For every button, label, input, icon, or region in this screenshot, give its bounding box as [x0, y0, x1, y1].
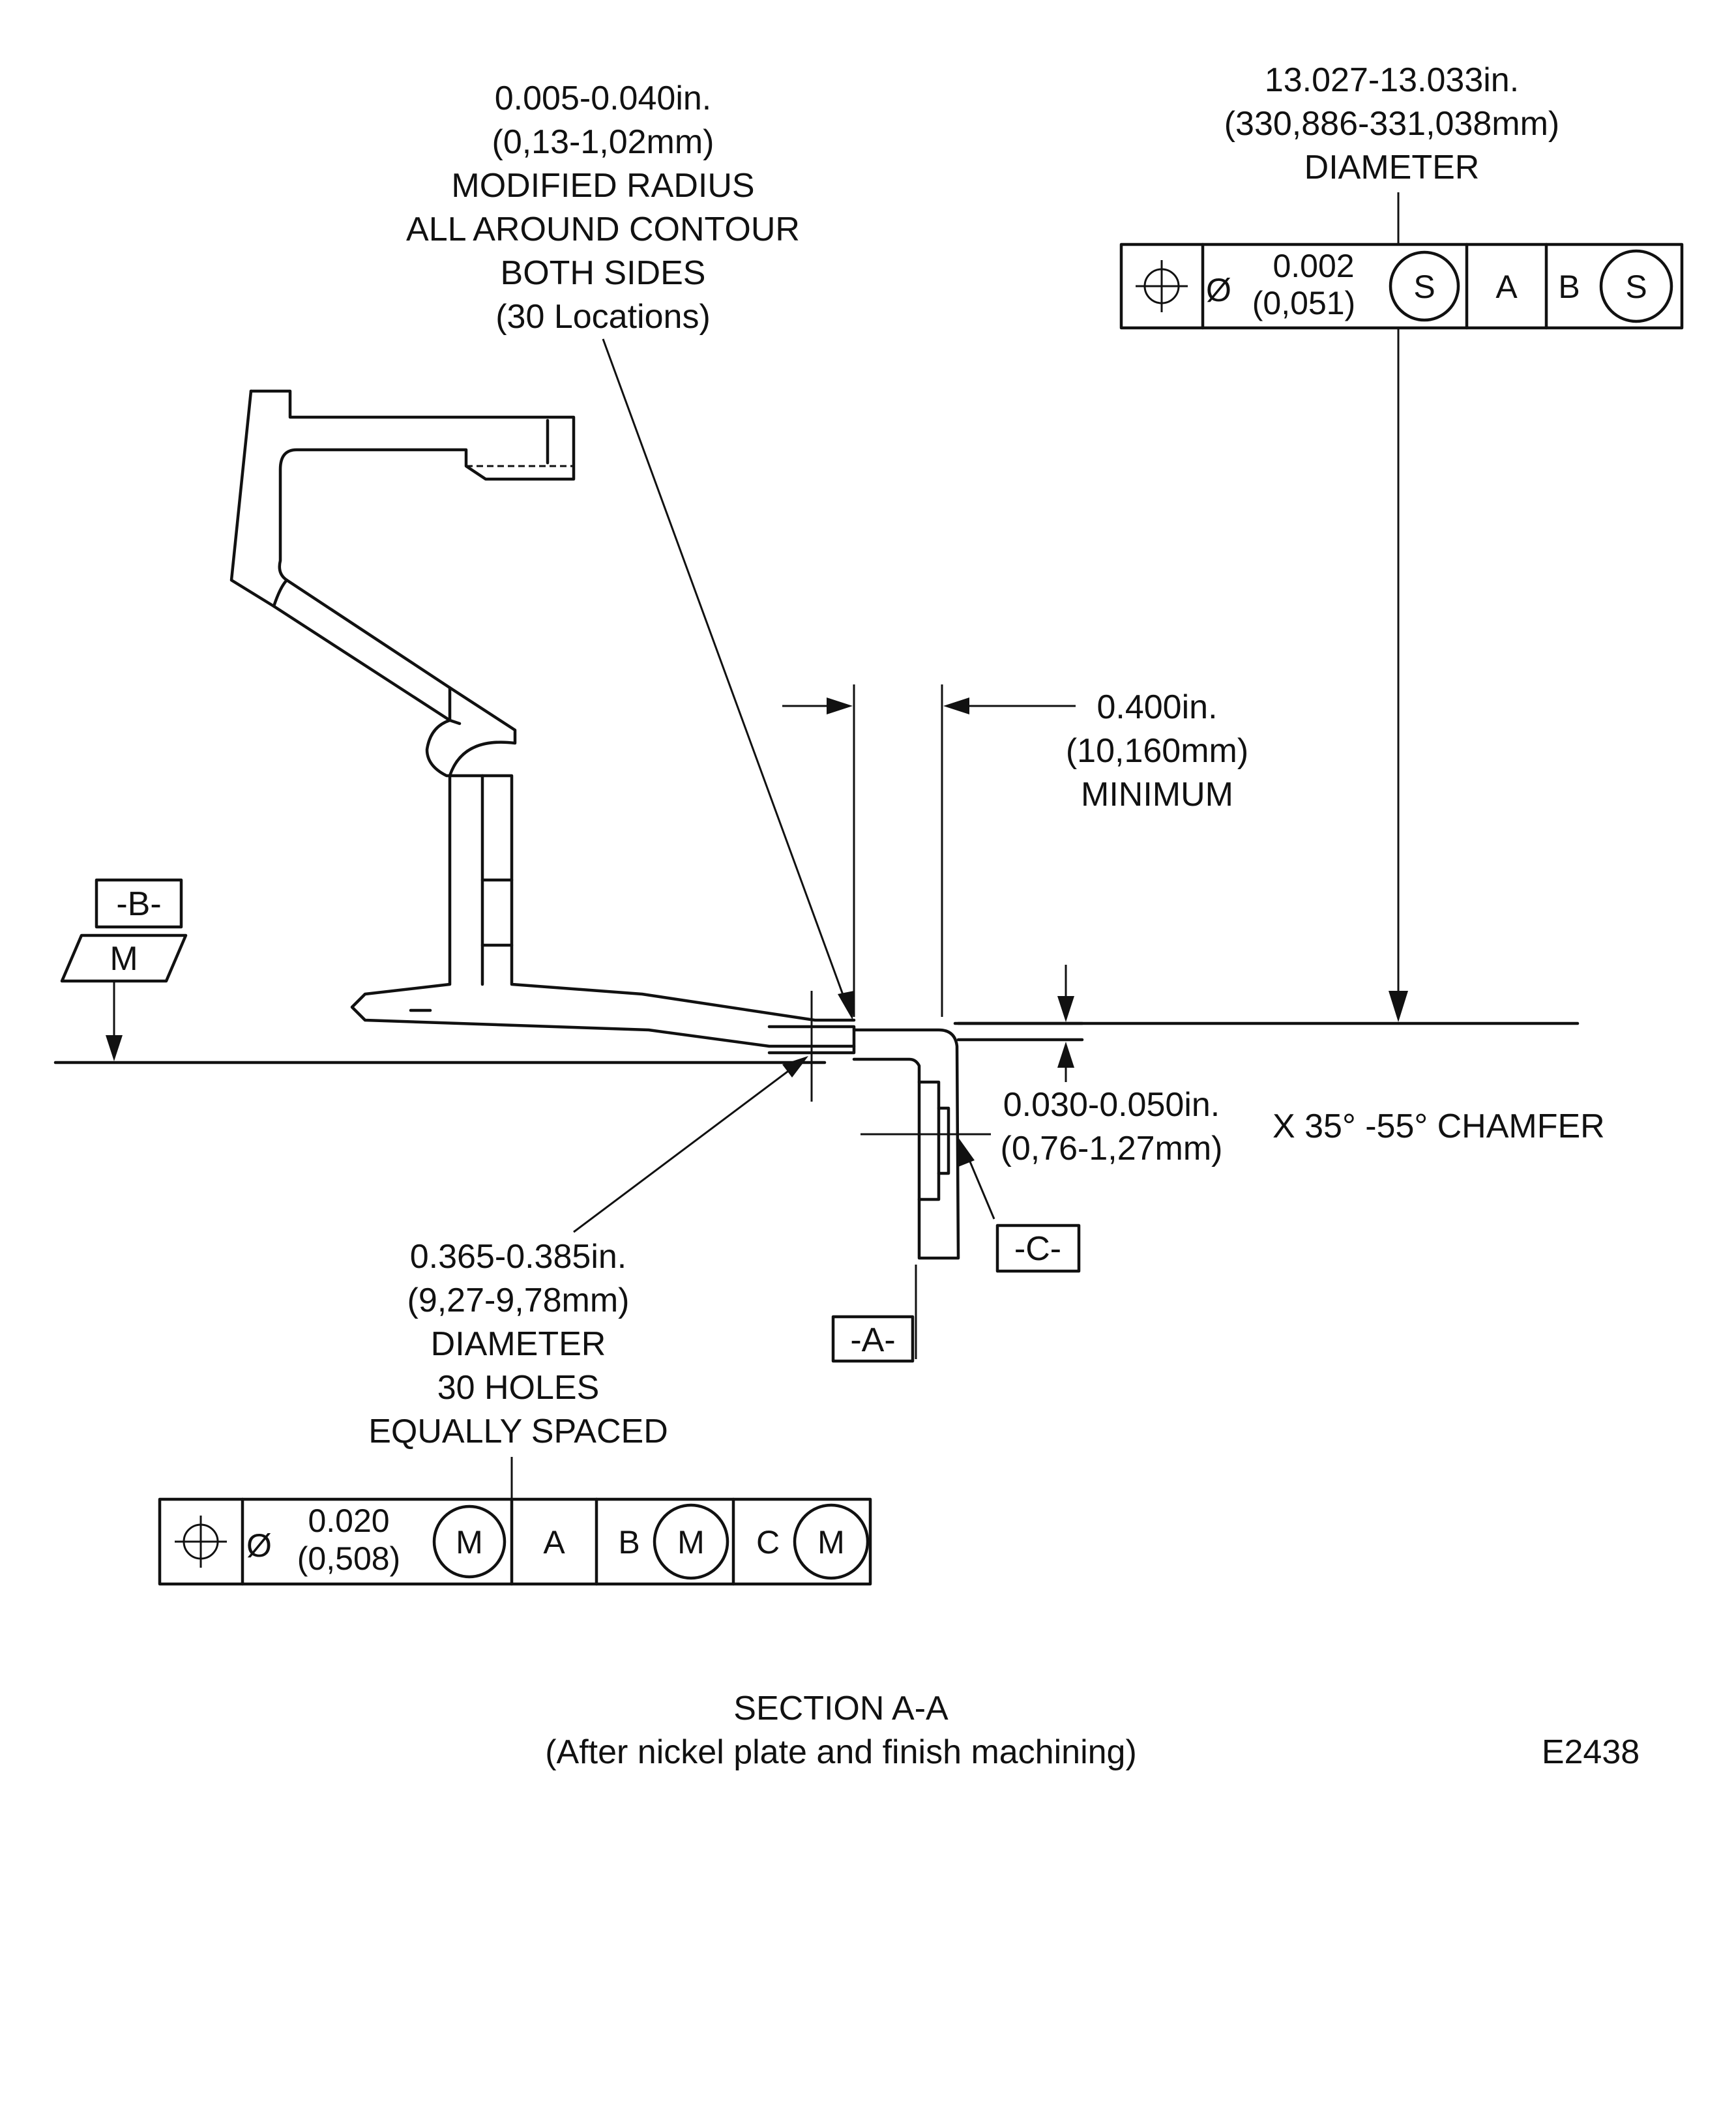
- callout-line: ALL AROUND CONTOUR: [406, 211, 800, 248]
- fcf-bottom: Ø 0.020 (0,508) M A B M C M: [158, 1497, 872, 1586]
- datum-a: -A-: [831, 1315, 915, 1363]
- datum-b-modifier: M: [110, 940, 138, 978]
- part-profile: [229, 389, 960, 1260]
- callout-line: DIAMETER: [1304, 149, 1480, 186]
- callout-line: 13.027-13.033in.: [1265, 61, 1519, 99]
- callout-line: (0,76-1,27mm): [1001, 1130, 1223, 1167]
- fcf-datum-b-modifier: M: [677, 1524, 705, 1561]
- position-icon: [1136, 260, 1188, 312]
- modifier-circle: [432, 1504, 507, 1579]
- callout-line: (30 Locations): [495, 298, 711, 336]
- callout-line: 0.400in.: [1096, 688, 1217, 726]
- fcf-datum-a: A: [1495, 269, 1518, 305]
- callout-chamfer: 0.030-0.050in. (0,76-1,27mm) X 35° -55° …: [1001, 1086, 1605, 1167]
- datum-b: -B- M: [60, 878, 188, 983]
- callout-line: 0.030-0.050in.: [1003, 1086, 1220, 1124]
- modifier-circle: [1389, 250, 1460, 322]
- datum-c: -C-: [995, 1224, 1081, 1273]
- callout-line: (9,27-9,78mm): [407, 1282, 630, 1319]
- callout-line: (0,13-1,02mm): [492, 123, 714, 161]
- fcf-datum-a: A: [543, 1524, 565, 1561]
- chamfer-angle-label: X 35° -55° CHAMFER: [1273, 1108, 1605, 1145]
- diameter-symbol: Ø: [1206, 272, 1231, 308]
- fcf-datum-b: B: [618, 1524, 640, 1561]
- figure-id: E2438: [1542, 1733, 1640, 1771]
- fcf-modifier: M: [456, 1524, 483, 1561]
- datum-a-label: -A-: [850, 1321, 895, 1359]
- diameter-symbol: Ø: [246, 1527, 272, 1564]
- caption: SECTION A-A (After nickel plate and fini…: [545, 1690, 1640, 1771]
- fcf-tolerance-metric: (0,051): [1252, 285, 1355, 321]
- modifier-circle: [793, 1503, 870, 1580]
- section-title: SECTION A-A: [733, 1690, 949, 1727]
- callout-line: 0.365-0.385in.: [410, 1238, 627, 1276]
- callout-line: (330,886-331,038mm): [1224, 105, 1560, 143]
- fcf-tolerance-metric: (0,508): [297, 1540, 400, 1577]
- callout-line: BOTH SIDES: [501, 254, 706, 292]
- callout-line: MINIMUM: [1081, 776, 1233, 814]
- callout-min-width: 0.400in. (10,160mm) MINIMUM: [1066, 688, 1248, 814]
- callout-line: DIAMETER: [431, 1325, 606, 1363]
- fcf-datum-c-modifier: M: [817, 1524, 845, 1561]
- callout-hole-diameter: 0.365-0.385in. (9,27-9,78mm) DIAMETER 30…: [368, 1238, 668, 1450]
- section-subtitle: (After nickel plate and finish machining…: [545, 1733, 1137, 1771]
- fcf-modifier: S: [1413, 269, 1435, 305]
- callout-line: 0.005-0.040in.: [495, 80, 712, 117]
- reference-lines: [53, 684, 1580, 1359]
- callout-line: MODIFIED RADIUS: [451, 167, 754, 205]
- fcf-datum-b: B: [1558, 269, 1580, 305]
- callout-outer-diameter: 13.027-13.033in. (330,886-331,038mm) DIA…: [1224, 61, 1560, 186]
- fcf-tolerance: 0.020: [308, 1503, 389, 1539]
- modifier-circle: [653, 1503, 729, 1580]
- fcf-datum-b-modifier: S: [1625, 269, 1647, 305]
- callout-line: EQUALLY SPACED: [368, 1413, 668, 1450]
- callout-line: (10,160mm): [1066, 732, 1248, 770]
- callout-modified-radius: 0.005-0.040in. (0,13-1,02mm) MODIFIED RA…: [406, 80, 800, 336]
- callout-line: 30 HOLES: [437, 1369, 600, 1407]
- position-icon: [175, 1516, 227, 1568]
- leaders: [106, 192, 1408, 1499]
- fcf-tolerance: 0.002: [1273, 248, 1354, 284]
- datum-b-label: -B-: [116, 885, 161, 923]
- fcf-datum-c: C: [756, 1524, 780, 1561]
- datum-b-modifier-frame: [60, 933, 188, 983]
- fcf-top: Ø 0.002 (0,051) S A B S: [1119, 242, 1684, 330]
- datum-c-label: -C-: [1014, 1230, 1061, 1268]
- modifier-circle: [1599, 249, 1673, 323]
